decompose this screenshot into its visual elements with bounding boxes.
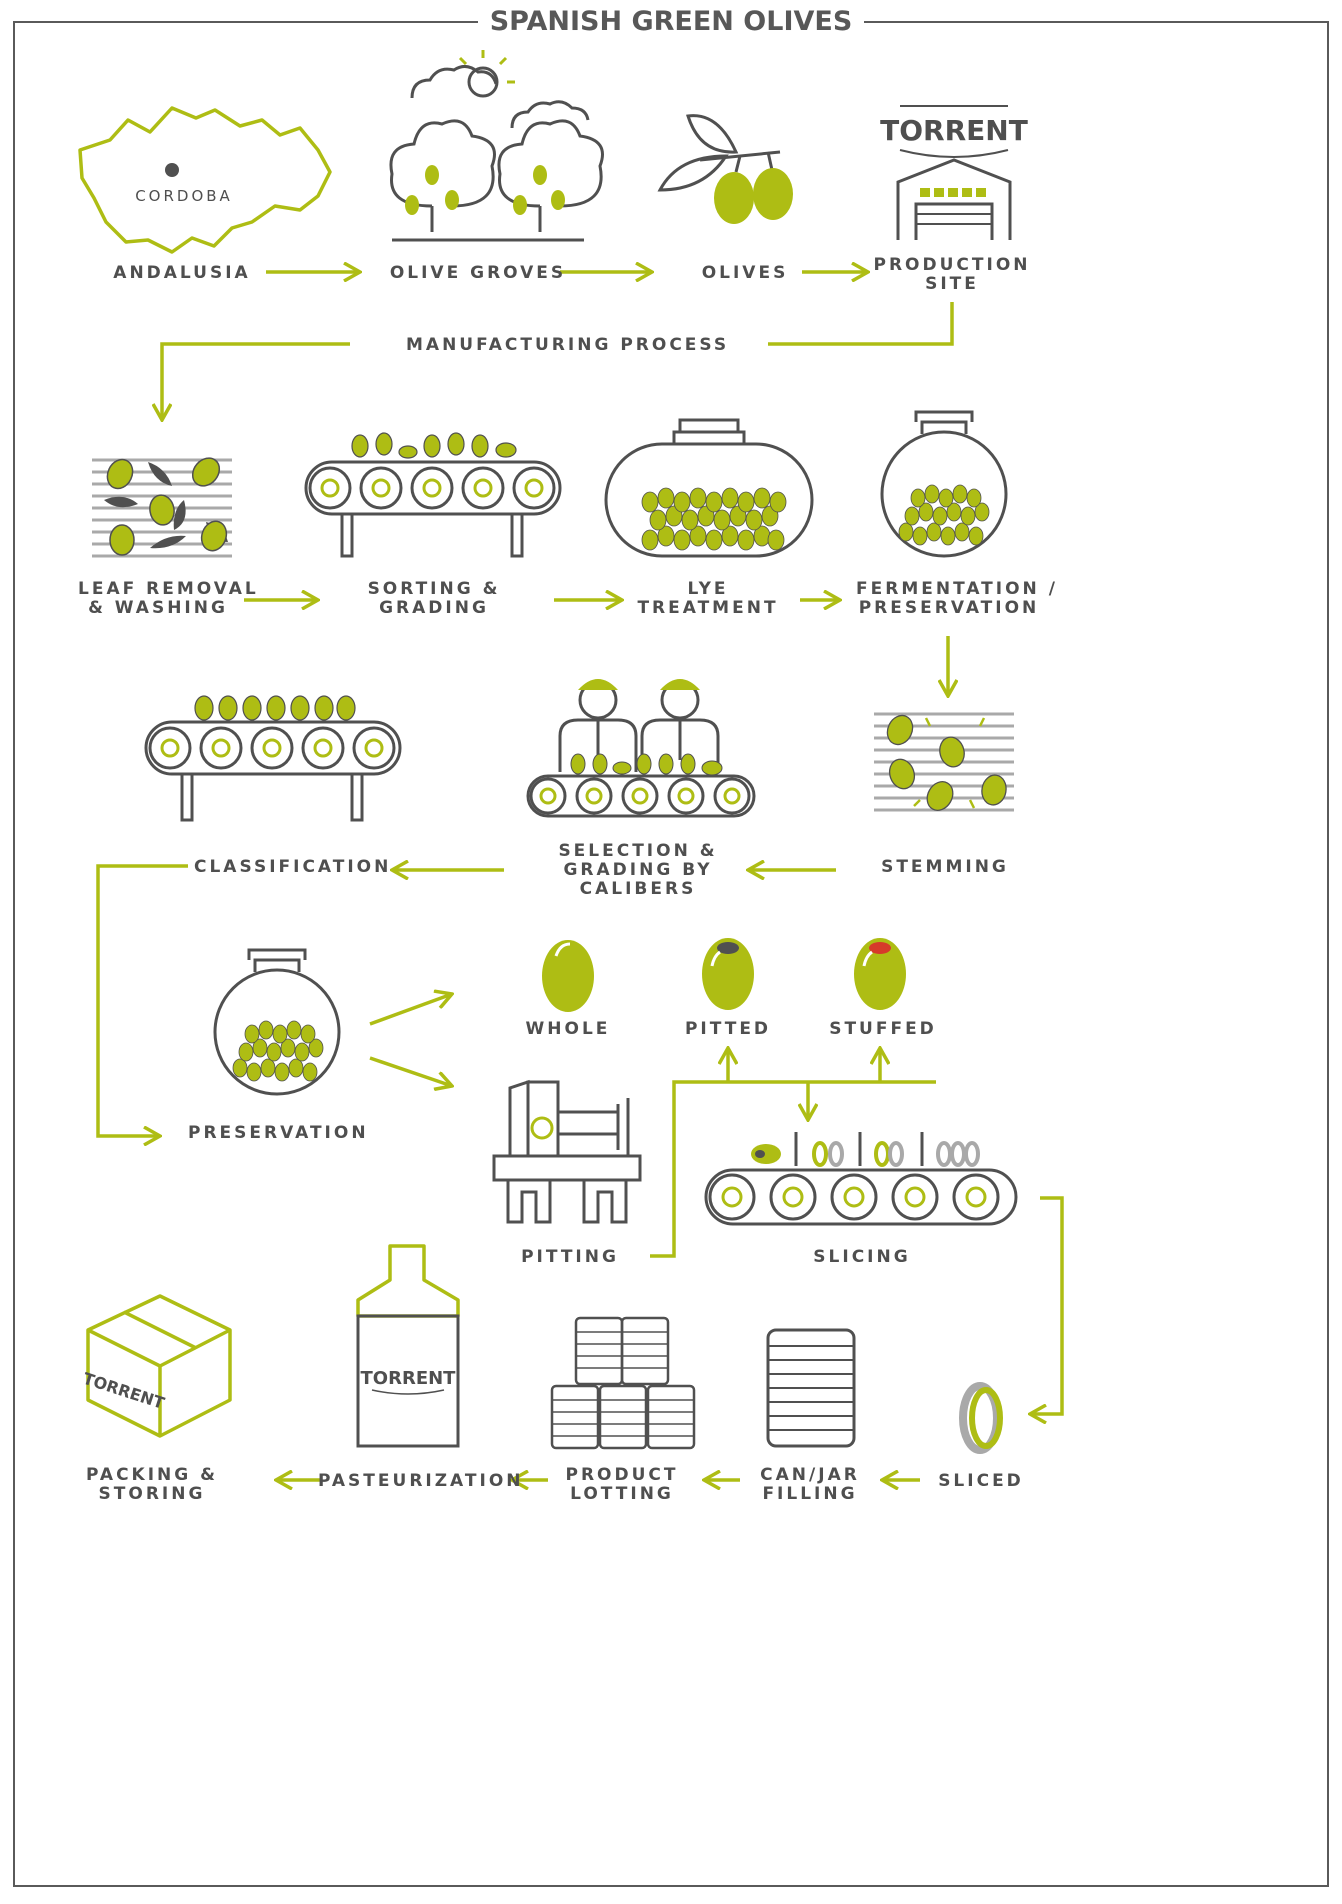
label-line: OLIVES — [701, 263, 789, 283]
label-line: GRADING BY — [563, 860, 713, 880]
pasteurization-bottle-icon: TORRENT — [356, 1244, 460, 1448]
brand-logo-box: TORRENT — [81, 1369, 167, 1413]
sorting-conveyor-icon — [304, 432, 562, 558]
label-line: STORING — [98, 1484, 206, 1504]
label-line: SLICING — [813, 1247, 911, 1267]
label-pitting: PITTING — [510, 1248, 630, 1267]
label-sliced: SLICED — [926, 1472, 1036, 1491]
label-line: WHOLE — [525, 1019, 611, 1039]
stemming-icon — [874, 712, 1014, 812]
olive-branch-icon — [657, 114, 793, 224]
label-olive-groves: OLIVE GROVES — [388, 264, 568, 283]
flow-arrows — [96, 272, 1064, 1480]
label-line: STEMMING — [881, 857, 1009, 877]
label-stemming: STEMMING — [870, 858, 1020, 877]
label-line: LYE — [687, 579, 729, 599]
stuffed-olive-icon — [854, 938, 906, 1010]
map-city-label: CORDOBA — [135, 187, 233, 205]
label-line: ANDALUSIA — [113, 263, 251, 283]
label-pitted: PITTED — [668, 1020, 788, 1039]
label-line: GRADING — [379, 598, 489, 618]
label-line: MANUFACTURING PROCESS — [406, 335, 730, 355]
can-filling-icon — [766, 1328, 856, 1448]
sliced-olive-icon — [959, 1382, 1003, 1454]
label-line: & WASHING — [88, 598, 228, 618]
selection-workers-icon — [526, 679, 756, 818]
label-leaf-removal: LEAF REMOVAL& WASHING — [78, 579, 259, 618]
fermentation-flask-icon — [880, 410, 1008, 558]
label-andalusia: ANDALUSIA — [92, 264, 272, 283]
label-line: PACKING & — [86, 1465, 218, 1485]
lotting-cans-icon — [550, 1316, 696, 1450]
label-line: SORTING & — [367, 579, 501, 599]
label-line: OLIVE GROVES — [389, 263, 567, 283]
label-slicing: SLICING — [800, 1248, 924, 1267]
preservation-flask-icon — [213, 948, 341, 1096]
label-line: LEAF REMOVAL — [78, 579, 259, 599]
label-line: PRESERVATION — [188, 1123, 369, 1143]
label-line: PRODUCTION — [873, 255, 1031, 275]
label-line: FILLING — [762, 1484, 858, 1504]
label-line: CLASSIFICATION — [194, 857, 392, 877]
label-line: FERMENTATION / — [856, 579, 1058, 599]
label-line: PRODUCT — [565, 1465, 679, 1485]
page-title: SPANISH GREEN OLIVES — [0, 6, 1342, 37]
andalusia-map-icon: CORDOBA — [78, 106, 332, 254]
whole-olive-icon — [542, 940, 594, 1012]
leaf-removal-icon — [92, 457, 232, 558]
slicing-conveyor-icon — [704, 1132, 1018, 1226]
label-line: PITTING — [521, 1247, 619, 1267]
pitted-olive-icon — [702, 938, 754, 1010]
label-line: CAN/JAR — [760, 1465, 860, 1485]
label-line: PASTEURIZATION — [318, 1471, 524, 1491]
label-line: CALIBERS — [579, 879, 697, 899]
page-frame — [13, 21, 1329, 1887]
label-line: SELECTION & — [558, 841, 718, 861]
label-line: SLICED — [938, 1471, 1024, 1491]
label-olives: OLIVES — [672, 264, 818, 283]
olive-groves-icon — [389, 50, 604, 242]
packing-box-icon: TORRENT — [81, 1294, 232, 1438]
label-line: TREATMENT — [637, 598, 779, 618]
label-sorting: SORTING &GRADING — [356, 580, 512, 618]
label-fermentation: FERMENTATION /PRESERVATION — [856, 579, 1058, 618]
lye-tank-icon — [604, 418, 814, 558]
label-packing: PACKING &STORING — [72, 1466, 232, 1504]
label-line: PITTED — [684, 1019, 772, 1039]
label-line: LOTTING — [570, 1484, 674, 1504]
label-classification: CLASSIFICATION — [194, 857, 392, 877]
production-site-icon: TORRENT — [880, 105, 1028, 240]
label-line: SITE — [925, 274, 979, 294]
brand-logo-1: TORRENT — [880, 114, 1028, 147]
label-preservation: PRESERVATION — [188, 1124, 368, 1143]
label-stuffed: STUFFED — [818, 1020, 948, 1039]
label-line: STUFFED — [829, 1019, 937, 1039]
label-pasteurization: PASTEURIZATION — [318, 1471, 524, 1491]
label-line: PRESERVATION — [858, 598, 1040, 618]
pitting-machine-icon — [492, 1079, 642, 1224]
label-whole: WHOLE — [508, 1020, 628, 1039]
classification-conveyor-icon — [144, 695, 402, 822]
brand-logo-bottle: TORRENT — [361, 1368, 457, 1389]
label-manufacturing-process: MANUFACTURING PROCESS — [406, 335, 730, 355]
